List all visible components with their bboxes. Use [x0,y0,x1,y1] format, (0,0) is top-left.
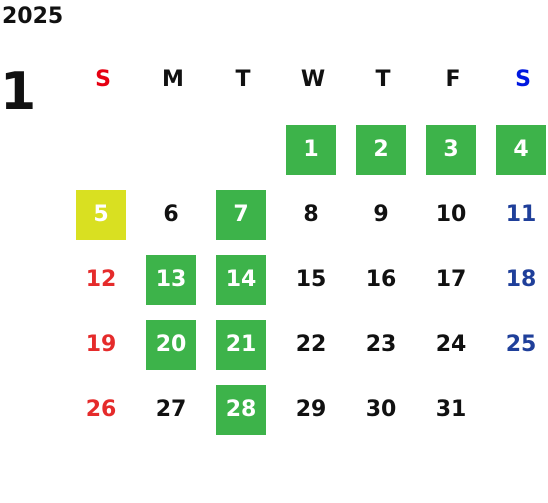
day-number: 16 [365,267,397,292]
weekday-header-4: W [300,67,326,92]
day-number: 4 [496,125,546,175]
day-cell-31[interactable]: 31 [418,378,488,443]
day-cell-25[interactable]: 25 [488,313,548,378]
day-number: 31 [435,397,467,422]
day-cell-19[interactable]: 19 [68,313,138,378]
year-label: 2025 [2,4,64,29]
day-number: 29 [295,397,327,422]
day-cell-16[interactable]: 16 [348,248,418,313]
day-number: 21 [216,320,266,370]
day-cell-23[interactable]: 23 [348,313,418,378]
day-cell-21[interactable]: 21 [208,313,278,378]
day-number: 11 [505,202,537,227]
day-number: 15 [295,267,327,292]
day-cell-22[interactable]: 22 [278,313,348,378]
day-number: 6 [163,202,179,227]
day-cell-5[interactable]: 5 [68,183,138,248]
day-cell-9[interactable]: 9 [348,183,418,248]
day-number: 17 [435,267,467,292]
day-number: 13 [146,255,196,305]
day-number: 25 [505,332,537,357]
day-number: 9 [373,202,389,227]
day-number: 1 [286,125,336,175]
day-number: 3 [426,125,476,175]
day-cell-6[interactable]: 6 [138,183,208,248]
day-cell-13[interactable]: 13 [138,248,208,313]
day-cell-1[interactable]: 1 [278,118,348,183]
day-number: 27 [155,397,187,422]
day-cell-12[interactable]: 12 [68,248,138,313]
day-number: 10 [435,202,467,227]
day-cell-3[interactable]: 3 [418,118,488,183]
day-cell-15[interactable]: 15 [278,248,348,313]
day-cell-7[interactable]: 7 [208,183,278,248]
day-cell-10[interactable]: 10 [418,183,488,248]
day-number: 20 [146,320,196,370]
day-cell-14[interactable]: 14 [208,248,278,313]
day-cell-30[interactable]: 30 [348,378,418,443]
day-number: 8 [303,202,319,227]
day-number: 26 [85,397,117,422]
day-number: 24 [435,332,467,357]
weekday-header-6: F [445,67,461,92]
day-number: 12 [85,267,117,292]
day-cell-27[interactable]: 27 [138,378,208,443]
day-cell-28[interactable]: 28 [208,378,278,443]
day-cell-8[interactable]: 8 [278,183,348,248]
day-cell-24[interactable]: 24 [418,313,488,378]
day-cell-2[interactable]: 2 [348,118,418,183]
month-number: 1 [0,62,37,122]
day-number: 2 [356,125,406,175]
day-number: 5 [76,190,126,240]
day-number: 28 [216,385,266,435]
weekday-header-3: T [235,67,251,92]
day-number: 23 [365,332,397,357]
day-number: 14 [216,255,266,305]
day-cell-29[interactable]: 29 [278,378,348,443]
day-number: 7 [216,190,266,240]
day-cell-17[interactable]: 17 [418,248,488,313]
day-cell-11[interactable]: 11 [488,183,548,248]
weekday-header-7: S [515,67,531,92]
day-cell-4[interactable]: 4 [488,118,548,183]
weekday-header-5: T [375,67,391,92]
day-cell-26[interactable]: 26 [68,378,138,443]
day-number: 19 [85,332,117,357]
weekday-header-2: M [162,67,184,92]
day-number: 30 [365,397,397,422]
day-number: 22 [295,332,327,357]
day-cell-18[interactable]: 18 [488,248,548,313]
day-number: 18 [505,267,537,292]
weekday-header-1: S [95,67,111,92]
day-cell-20[interactable]: 20 [138,313,208,378]
